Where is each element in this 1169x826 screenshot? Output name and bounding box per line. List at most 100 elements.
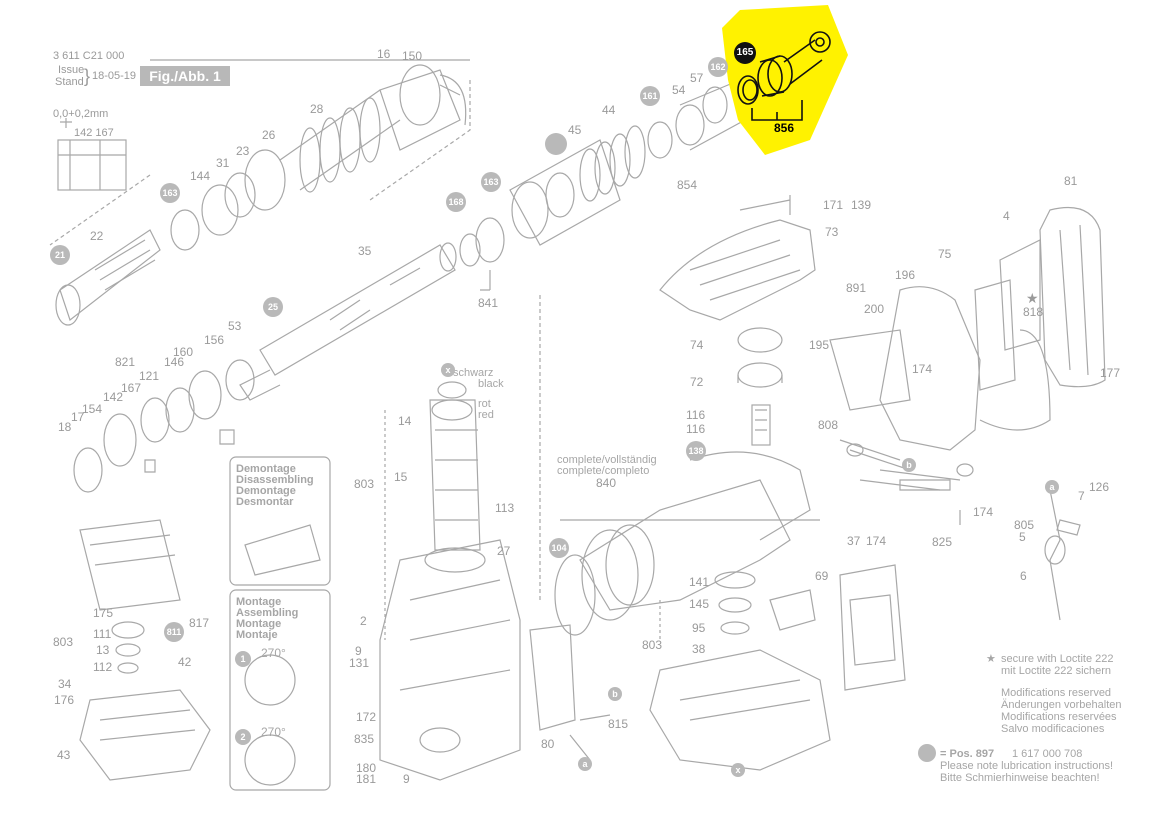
- marker-x1: x: [441, 363, 455, 377]
- label-817: 817: [189, 616, 210, 630]
- label-54: 54: [672, 83, 686, 97]
- label-72: 72: [690, 375, 704, 389]
- pos-number: 1 617 000 708: [1012, 748, 1083, 760]
- label-80: 80: [541, 737, 555, 751]
- label-175: 175: [93, 606, 114, 620]
- label-808: 808: [818, 418, 839, 432]
- callout-161[interactable]: 161: [640, 86, 660, 106]
- callout-811[interactable]: 811: [164, 622, 184, 642]
- label-6: 6: [1020, 569, 1027, 583]
- label-803a: 803: [354, 477, 375, 491]
- note-mods-en: Modifications reserved: [1001, 687, 1112, 699]
- label-803b: 803: [642, 638, 663, 652]
- label-42: 42: [178, 655, 192, 669]
- angle-2: 270°: [261, 725, 286, 739]
- complete-label-1: complete/vollständig: [557, 454, 657, 466]
- note-mods-de: Änderungen vorbehalten: [1001, 699, 1122, 711]
- label-160: 160: [173, 345, 194, 359]
- callout-25[interactable]: 25: [263, 297, 283, 317]
- marker-a2: a: [578, 757, 592, 771]
- label-69: 69: [815, 569, 829, 583]
- angle-1: 270°: [261, 646, 286, 660]
- highlight-callout[interactable]: 165: [734, 42, 756, 64]
- label-172: 172: [356, 710, 377, 724]
- label-835: 835: [354, 732, 375, 746]
- callout-21[interactable]: 21: [50, 245, 70, 265]
- label-112: 112: [93, 660, 113, 674]
- wire-red: red: [478, 409, 494, 421]
- label-805: 805: [1014, 518, 1035, 532]
- callout-168[interactable]: 168: [446, 192, 466, 212]
- figure-label: Fig./Abb. 1: [140, 66, 230, 86]
- label-141: 141: [689, 575, 710, 589]
- label-171: 171: [823, 198, 844, 212]
- label-174a: 174: [912, 362, 933, 376]
- montage-title-4: Montaje: [236, 629, 278, 641]
- label-31: 31: [216, 156, 230, 170]
- highlight-part-number[interactable]: 856: [774, 121, 795, 135]
- highlighted-part-drawing: [737, 31, 831, 121]
- note-mods-es: Salvo modificaciones: [1001, 723, 1105, 735]
- label-53: 53: [228, 319, 242, 333]
- label-131: 131: [349, 656, 370, 670]
- demontage-title-1: Demontage: [236, 463, 296, 475]
- label-74: 74: [690, 338, 704, 352]
- label-142: 142: [103, 390, 124, 404]
- marker-b1: b: [902, 458, 916, 472]
- label-146: 146: [164, 355, 185, 369]
- montage-title-2: Assembling: [236, 607, 299, 619]
- marker-x2: x: [731, 763, 745, 777]
- wire-black: black: [478, 378, 504, 390]
- demontage-title-2: Disassembling: [236, 474, 314, 486]
- montage-title-1: Montage: [236, 596, 282, 608]
- label-825: 825: [932, 535, 953, 549]
- demontage-title-4: Desmontar: [236, 496, 294, 508]
- label-815: 815: [608, 717, 629, 731]
- note-loctite-en: secure with Loctite 222: [1001, 653, 1114, 665]
- issue-date: 18-05-19: [92, 70, 137, 82]
- label-195: 195: [809, 338, 830, 352]
- callout-blank: [545, 133, 567, 155]
- label-43: 43: [57, 748, 71, 762]
- label-145: 145: [689, 597, 710, 611]
- stand-label: Stand: [55, 76, 84, 88]
- label-75: 75: [938, 247, 952, 261]
- callout-104[interactable]: 104: [549, 538, 569, 558]
- label-144: 144: [190, 169, 211, 183]
- lube-note-de: Bitte Schmierhinweise beachten!: [940, 772, 1100, 784]
- label-854: 854: [677, 178, 698, 192]
- issue-label: Issue: [58, 64, 85, 76]
- label-28: 28: [310, 102, 324, 116]
- label-116b: 116: [686, 422, 706, 436]
- label-5: 5: [1019, 530, 1026, 544]
- callout-162[interactable]: 162: [708, 57, 728, 77]
- label-174b: 174: [973, 505, 994, 519]
- label-2: 2: [360, 614, 367, 628]
- label-16: 16: [377, 47, 391, 61]
- label-38: 38: [692, 642, 706, 656]
- label-177: 177: [1100, 366, 1121, 380]
- step-2-badge: 2: [235, 729, 251, 745]
- label-167: 167: [121, 381, 142, 395]
- callout-138[interactable]: 138: [686, 441, 706, 461]
- label-81: 81: [1064, 174, 1078, 188]
- label-818: 818: [1023, 305, 1044, 319]
- callout-163b[interactable]: 163: [481, 172, 501, 192]
- tolerance-parts: 142 167: [74, 127, 114, 139]
- callout-163a[interactable]: 163: [160, 183, 180, 203]
- label-45: 45: [568, 123, 582, 137]
- label-176: 176: [54, 693, 75, 707]
- label-34: 34: [58, 677, 72, 691]
- label-4: 4: [1003, 209, 1010, 223]
- label-14: 14: [398, 414, 412, 428]
- label-126: 126: [1089, 480, 1110, 494]
- wire-rot: rot: [478, 398, 491, 410]
- brace: }: [84, 66, 91, 86]
- label-111: 111: [93, 627, 112, 641]
- label-35: 35: [358, 244, 372, 258]
- label-15: 15: [394, 470, 408, 484]
- demontage-title-3: Demontage: [236, 485, 296, 497]
- label-22: 22: [90, 229, 104, 243]
- label-17: 17: [71, 410, 85, 424]
